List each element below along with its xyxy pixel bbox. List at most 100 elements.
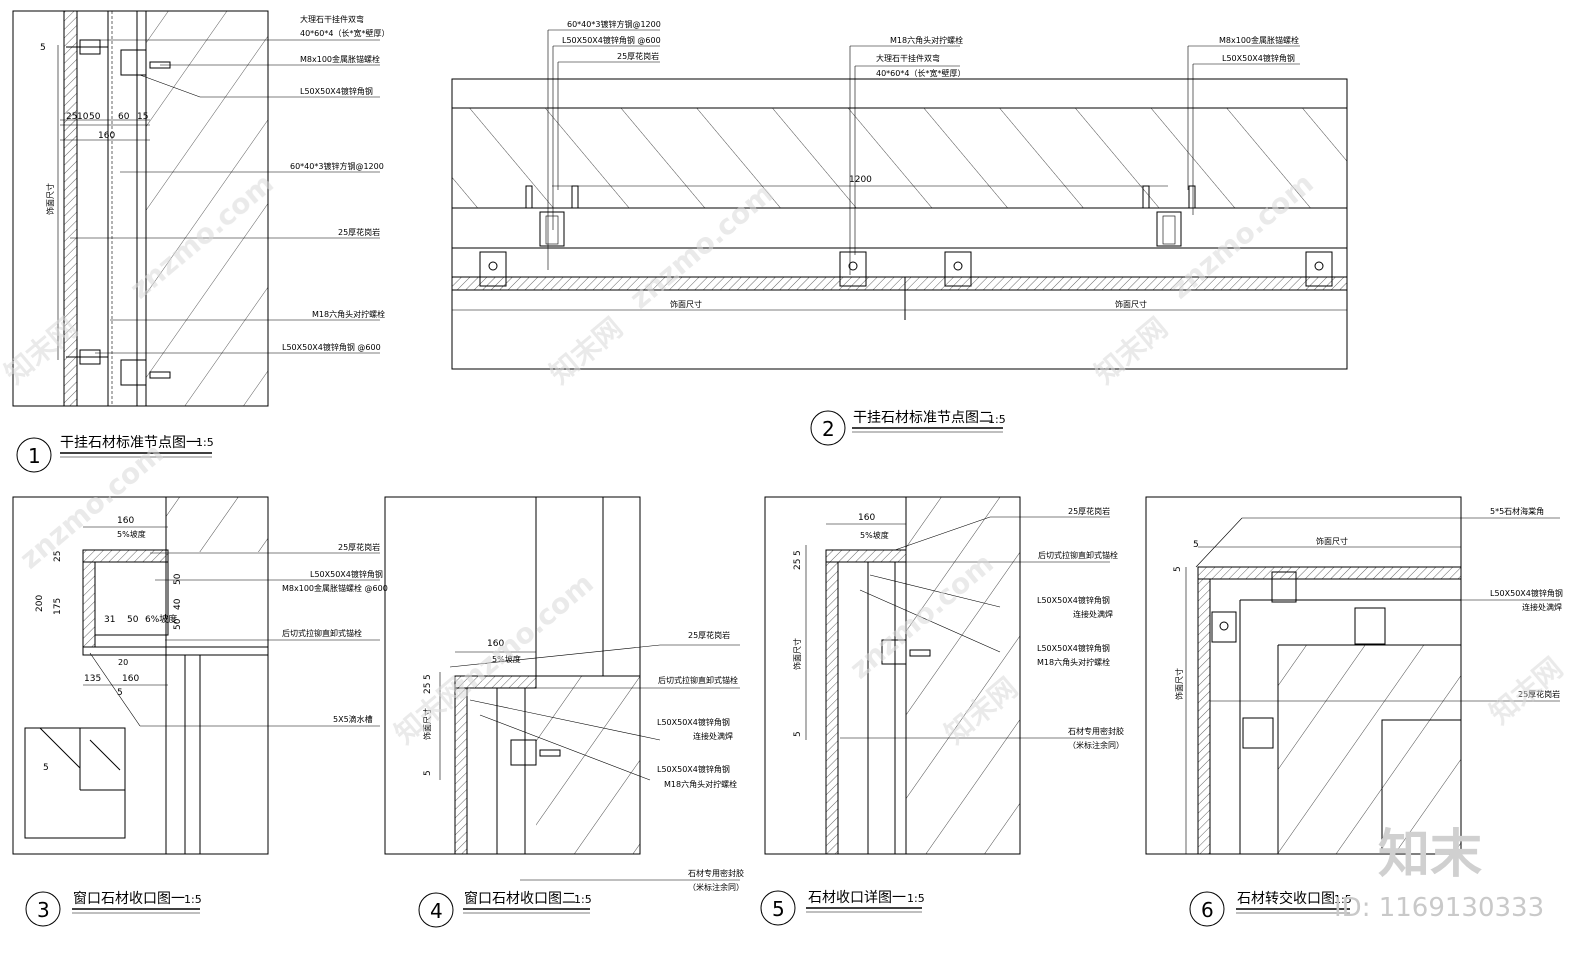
detail-3-dim-7: 50 (173, 618, 183, 630)
detail-3-dim-5: 50 (173, 573, 183, 585)
detail-2-dim-0: 1200 (849, 175, 872, 185)
detail-5-number-circle (760, 890, 796, 926)
watermark-brand: 知末网 (1088, 311, 1174, 390)
detail-4-label-2: L50X50X4镀锌角钢 (657, 717, 730, 727)
detail-6-number: 6 (1201, 898, 1214, 922)
detail-6-dim-1: 5 (1173, 566, 1183, 572)
detail-1: 大理石干挂件双弯 40*60*4（长*宽*壁厚） M8x100金属胀锚螺栓 L5… (12, 10, 389, 473)
detail-3-dim-1: 5%坡度 (117, 529, 146, 539)
detail-3-label-4: 5X5滴水槽 (333, 714, 373, 724)
detail-5-number: 5 (772, 897, 785, 921)
detail-4-dim-2: 5 (423, 674, 433, 680)
detail-3-dim-14: 5 (117, 688, 123, 698)
detail-5-label-2: L50X50X4镀锌角钢 (1037, 595, 1110, 605)
detail-3-dim-2: 25 (53, 551, 63, 562)
detail-6-dim-0: 5 (1193, 540, 1199, 550)
detail-1-dim-4: 60 (118, 112, 130, 122)
detail-4-dim-4: 饰面尺寸 (422, 708, 432, 740)
detail-4-title: 窗口石材收口图二 (464, 890, 576, 907)
detail-3-dim-3: 200 (35, 595, 45, 612)
detail-3-dim-6: 40 (173, 598, 183, 610)
detail-1-label-3: L50X50X4镀锌角钢 (300, 86, 373, 96)
detail-5-label-4: L50X50X4镀锌角钢 (1037, 643, 1110, 653)
detail-3-dim-15: 5 (43, 763, 49, 773)
detail-3-label-3: 后切式拉铆直卸式锚栓 (282, 628, 362, 638)
detail-2: 1200 饰面尺寸 饰面尺寸 60*40*3镀锌方钢@1200 L50X50X4… (451, 19, 1348, 446)
detail-4-dim-0: 160 (487, 639, 504, 649)
detail-2-label-3: M18六角头对拧螺栓 (890, 35, 963, 45)
detail-1-number-circle (16, 437, 52, 473)
detail-6-label-1: L50X50X4镀锌角钢 (1490, 588, 1563, 598)
detail-5-label-3: 连接处满焊 (1073, 609, 1113, 619)
detail-6: 5*5石材海棠角 L50X50X4镀锌角钢 连接处满焊 25厚花岗岩 5 5 饰… (1145, 496, 1563, 927)
detail-3-scale: 1:5 (184, 893, 202, 906)
detail-6-label-3: 25厚花岗岩 (1518, 689, 1560, 699)
detail-2-number-circle (810, 410, 846, 446)
detail-4-label-0: 25厚花岗岩 (688, 630, 730, 640)
detail-2-dim-2: 饰面尺寸 (1115, 299, 1147, 309)
detail-5: 25厚花岗岩 后切式拉铆直卸式锚栓 L50X50X4镀锌角钢 连接处满焊 L50… (760, 496, 1124, 926)
detail-1-label-2: M8x100金属胀锚螺栓 (300, 54, 380, 64)
detail-4-label-4: L50X50X4镀锌角钢 (657, 764, 730, 774)
detail-5-dim-3: 25 (793, 559, 803, 570)
detail-5-dim-5: 5 (793, 731, 803, 737)
detail-2-label-6: M8x100金属胀锚螺栓 (1219, 35, 1299, 45)
detail-3-label-2: M8x100金属胀锚螺栓 @600 (282, 583, 388, 593)
detail-4-number-circle (418, 892, 454, 928)
detail-3-label-1: L50X50X4镀锌角钢 (310, 569, 383, 579)
clip-bracket (120, 359, 147, 386)
detail-2-number: 2 (822, 417, 835, 441)
detail-2-label-1: L50X50X4镀锌角钢 @600 (562, 35, 661, 45)
detail-2-scale: 1:5 (988, 413, 1006, 426)
detail-3-title: 窗口石材收口图一 (73, 890, 185, 907)
detail-2-label-4: 大理石干挂件双弯 (876, 53, 940, 63)
detail-4-dim-1: 5%坡度 (492, 654, 521, 664)
watermark-id: ID: 1169130333 (1334, 893, 1544, 923)
detail-6-scale: 1:5 (1334, 893, 1352, 906)
detail-4-dim-5: 5 (423, 770, 433, 776)
detail-5-label-7: （米标注余同） (1068, 740, 1124, 750)
detail-3-dim-8: 31 (104, 615, 115, 625)
detail-5-title: 石材收口详图一 (808, 890, 906, 906)
detail-6-label-0: 5*5石材海棠角 (1490, 506, 1544, 516)
detail-2-label-0: 60*40*3镀锌方钢@1200 (567, 19, 661, 29)
detail-5-dim-0: 160 (858, 513, 875, 523)
wall-hatch (63, 10, 78, 407)
detail-3-dim-4: 175 (53, 598, 63, 615)
detail-3-dim-13: 160 (122, 674, 139, 684)
detail-6-dim-3: 饰面尺寸 (1174, 668, 1184, 700)
watermark-brand: 知末网 (543, 311, 629, 390)
detail-5-label-6: 石材专用密封胶 (1068, 726, 1124, 736)
detail-3-dim-9: 50 (127, 615, 139, 625)
detail-2-dim-1: 饰面尺寸 (670, 299, 702, 309)
watermark-logo: 知末 (1378, 825, 1482, 885)
detail-2-label-7: L50X50X4镀锌角钢 (1222, 53, 1295, 63)
detail-2-label-5: 40*60*4（长*宽*壁厚） (876, 68, 965, 78)
detail-5-dim-1: 5%坡度 (860, 530, 889, 540)
detail-2-label-2: 25厚花岗岩 (617, 51, 659, 61)
detail-3-number: 3 (37, 898, 50, 922)
detail-4-number: 4 (430, 899, 443, 923)
stone-panel-hatch (451, 276, 1348, 291)
detail-4-scale: 1:5 (574, 893, 592, 906)
detail-3-number-circle (25, 891, 61, 927)
detail-4: 25厚花岗岩 后切式拉铆直卸式锚栓 L50X50X4镀锌角钢 连接处满焊 L50… (384, 496, 744, 928)
detail-1-scale: 1:5 (196, 436, 214, 449)
detail-3: 25厚花岗岩 L50X50X4镀锌角钢 M8x100金属胀锚螺栓 @600 后切… (12, 496, 388, 927)
detail-5-scale: 1:5 (907, 892, 925, 905)
detail-1-dim-5: 15 (137, 112, 148, 122)
detail-1-label-4: 60*40*3镀锌方钢@1200 (290, 161, 384, 171)
detail-6-label-2: 连接处满焊 (1522, 602, 1562, 612)
detail-2-title: 干挂石材标准节点图二 (853, 410, 993, 426)
detail-5-label-0: 25厚花岗岩 (1068, 506, 1110, 516)
detail-1-dim-6: 160 (98, 131, 115, 141)
detail-5-dim-4: 饰面尺寸 (792, 638, 802, 670)
detail-1-label-0: 大理石干挂件双弯 (300, 14, 364, 24)
detail-6-title: 石材转交收口图 (1237, 890, 1335, 907)
detail-1-number: 1 (28, 444, 41, 468)
detail-6-dim-2: 饰面尺寸 (1316, 536, 1348, 546)
detail-3-dim-11: 20 (118, 658, 128, 667)
detail-4-label-7: （米标注余同） (688, 882, 744, 892)
